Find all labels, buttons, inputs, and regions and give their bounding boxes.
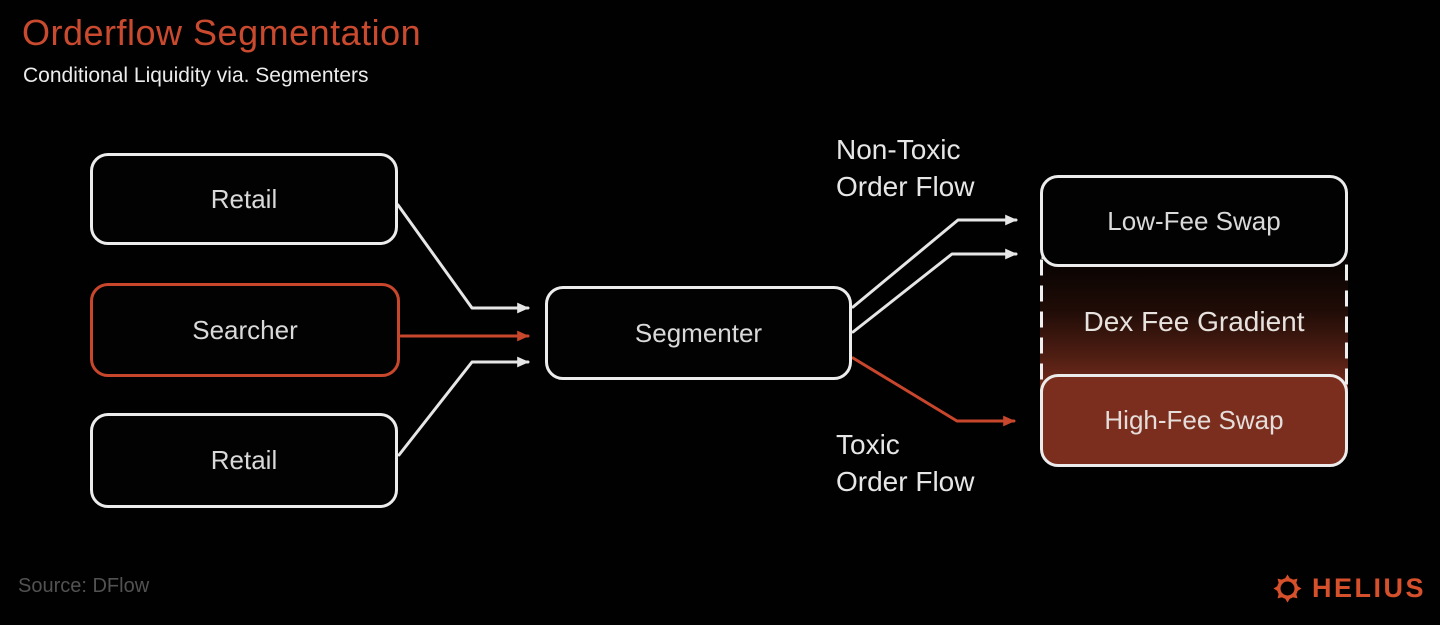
- dashed-border: [1040, 256, 1348, 392]
- panel-dex-fee-gradient-label: Dex Fee Gradient: [1083, 306, 1305, 337]
- source-attribution: Source: DFlow: [18, 575, 150, 597]
- arrow-segmenter-to-highfee: [851, 356, 1016, 427]
- node-segmenter-label: Segmenter: [634, 317, 763, 348]
- helius-wordmark: HELIUS: [1311, 573, 1426, 603]
- panel-dex-fee-gradient: Dex Fee Gradient: [1040, 256, 1348, 392]
- node-high-fee-swap: High-Fee Swap: [1040, 374, 1348, 467]
- node-retail-bottom: Retail: [90, 413, 398, 508]
- node-retail-top: Retail: [90, 153, 398, 245]
- node-searcher: Searcher: [90, 283, 400, 377]
- node-retail-top-label: Retail: [210, 183, 278, 214]
- node-low-fee-swap-label: Low-Fee Swap: [1107, 205, 1281, 236]
- node-retail-bottom-label: Retail: [210, 445, 278, 475]
- arrow-segmenter-to-lowfee-1: [851, 214, 1018, 309]
- helius-sunburst-icon: [1273, 574, 1302, 603]
- arrow-retail-top-to-segmenter: [396, 203, 530, 314]
- label-non-toxic-order-flow: Non-Toxic Order Flow: [836, 134, 975, 203]
- helius-logo: HELIUS: [1272, 573, 1426, 604]
- node-segmenter: Segmenter: [545, 286, 852, 380]
- node-high-fee-swap-label: High-Fee Swap: [1104, 405, 1284, 435]
- node-searcher-label: Searcher: [192, 314, 298, 345]
- label-toxic-order-flow: Toxic Order Flow: [836, 429, 975, 498]
- arrow-retail-bottom-to-segmenter: [397, 356, 530, 457]
- node-low-fee-swap: Low-Fee Swap: [1040, 175, 1348, 267]
- arrow-segmenter-to-lowfee-2: [851, 248, 1018, 334]
- page-title: Orderflow Segmentation: [22, 12, 422, 53]
- page-subtitle: Conditional Liquidity via. Segmenters: [23, 64, 369, 87]
